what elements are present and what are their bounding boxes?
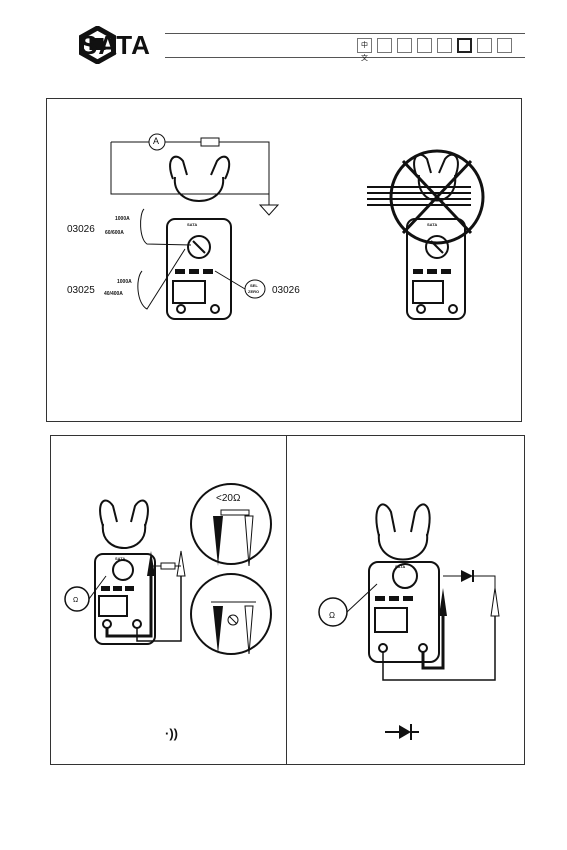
header-rule-bottom [165, 57, 525, 58]
language-tabs: 中文 [357, 38, 512, 53]
lang-tab-6[interactable] [457, 38, 472, 53]
continuity-symbol: ·)) [165, 726, 178, 741]
callout-a-line2: 60/600A [105, 230, 124, 236]
meter-brand-br: SATA [395, 564, 405, 569]
dial-symbol-bl: Ω [73, 597, 78, 604]
lang-tab-chinese[interactable]: 中文 [357, 38, 372, 53]
lang-tab-4[interactable] [417, 38, 432, 53]
clamp-meter-left [167, 157, 231, 319]
model-label-03026-top: 03026 [67, 224, 95, 235]
model-label-03025: 03025 [67, 285, 95, 296]
lang-tab-3[interactable] [397, 38, 412, 53]
callout-c-line1: SEL [250, 283, 258, 288]
lang-tab-5[interactable] [437, 38, 452, 53]
lang-tab-2[interactable] [377, 38, 392, 53]
header-rule-top [165, 33, 525, 34]
model-label-03026-right: 03026 [272, 285, 300, 296]
meter-brand-left: SATA [187, 222, 197, 227]
callout-c-line2: ZERO [248, 289, 259, 294]
lang-tab-8[interactable] [497, 38, 512, 53]
ammeter-label: A [153, 136, 159, 146]
clamp-meter-right-crossed [367, 151, 483, 319]
callout-b-line2: 40/400A [104, 291, 123, 297]
resistance-threshold-label: <20Ω [216, 493, 240, 504]
callout-a-line1: 1000A [115, 216, 130, 222]
circuit-diagram [47, 99, 523, 423]
diode-test-panel: SATA Ω [286, 435, 525, 765]
callout-b-line1: 1000A [117, 279, 132, 285]
diode-diagram [287, 436, 526, 766]
continuity-diagram [51, 436, 288, 766]
current-measurement-panel: A 03026 03025 03026 1000A 60/600A 1000A … [46, 98, 522, 422]
continuity-test-panel: <20Ω SATA Ω ·)) [50, 435, 287, 765]
brand-name: SATA [80, 30, 151, 61]
meter-brand-right: SATA [427, 222, 437, 227]
dial-symbol-br: Ω [329, 611, 335, 620]
meter-brand-bl: SATA [115, 556, 125, 561]
lang-tab-7[interactable] [477, 38, 492, 53]
